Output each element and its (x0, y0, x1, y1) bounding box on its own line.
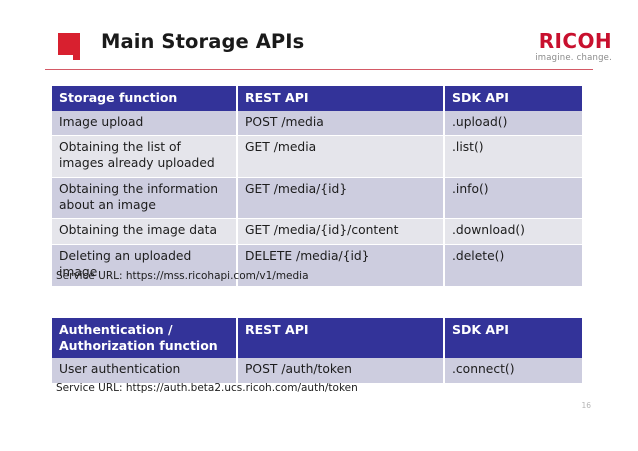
table-row: Obtaining the image data GET /media/{id}… (52, 218, 582, 246)
cell-function: Image upload (52, 110, 238, 137)
ricoh-logo: RICOH imagine. change. (535, 31, 612, 63)
auth-api-table: Authentication / Authorization function … (52, 318, 582, 384)
storage-api-table: Storage function REST API SDK API Image … (52, 86, 582, 287)
header-divider (45, 69, 593, 70)
cell-sdk-api: .upload() (444, 110, 582, 137)
cell-sdk-api: .connect() (444, 358, 582, 384)
cell-function: Obtaining the list of images already upl… (52, 135, 238, 178)
cell-function: Obtaining the image data (52, 218, 238, 246)
table-row: Obtaining the information about an image… (52, 177, 582, 220)
storage-service-url: Service URL: https://mss.ricohapi.com/v1… (56, 270, 309, 282)
auth-service-url: Service URL: https://auth.beta2.ucs.rico… (56, 382, 358, 394)
cell-function: User authentication (52, 358, 238, 384)
cell-sdk-api: .download() (444, 218, 582, 246)
cell-function: Obtaining the information about an image (52, 177, 238, 220)
cell-rest-api: POST /auth/token (237, 358, 445, 384)
table-row: Image upload POST /media .upload() (52, 110, 582, 137)
cell-rest-api: GET /media (237, 135, 445, 178)
cell-sdk-api: .delete() (444, 244, 582, 287)
cell-sdk-api: .info() (444, 177, 582, 220)
table-header-row: Authentication / Authorization function … (52, 318, 582, 359)
ricoh-wordmark: RICOH (538, 29, 612, 53)
page-title: Main Storage APIs (101, 30, 305, 53)
cell-sdk-api: .list() (444, 135, 582, 178)
column-header-rest-api: REST API (237, 318, 445, 359)
table-row: Obtaining the list of images already upl… (52, 135, 582, 178)
cell-rest-api: GET /media/{id} (237, 177, 445, 220)
title-bullet-icon (58, 33, 80, 60)
column-header-rest-api: REST API (237, 86, 445, 111)
cell-rest-api: DELETE /media/{id} (237, 244, 445, 287)
table-header-row: Storage function REST API SDK API (52, 86, 582, 111)
column-header-storage-function: Storage function (52, 86, 238, 111)
page-number: 16 (581, 401, 591, 410)
slide-header: Main Storage APIs RICOH imagine. change. (0, 0, 638, 72)
column-header-sdk-api: SDK API (444, 318, 582, 359)
ricoh-tagline: imagine. change. (535, 53, 612, 63)
cell-function: Deleting an uploaded image (52, 244, 238, 287)
column-header-auth-function: Authentication / Authorization function (52, 318, 238, 359)
cell-rest-api: POST /media (237, 110, 445, 137)
column-header-sdk-api: SDK API (444, 86, 582, 111)
cell-rest-api: GET /media/{id}/content (237, 218, 445, 246)
table-row: User authentication POST /auth/token .co… (52, 358, 582, 384)
table-row: Deleting an uploaded image DELETE /media… (52, 244, 582, 287)
